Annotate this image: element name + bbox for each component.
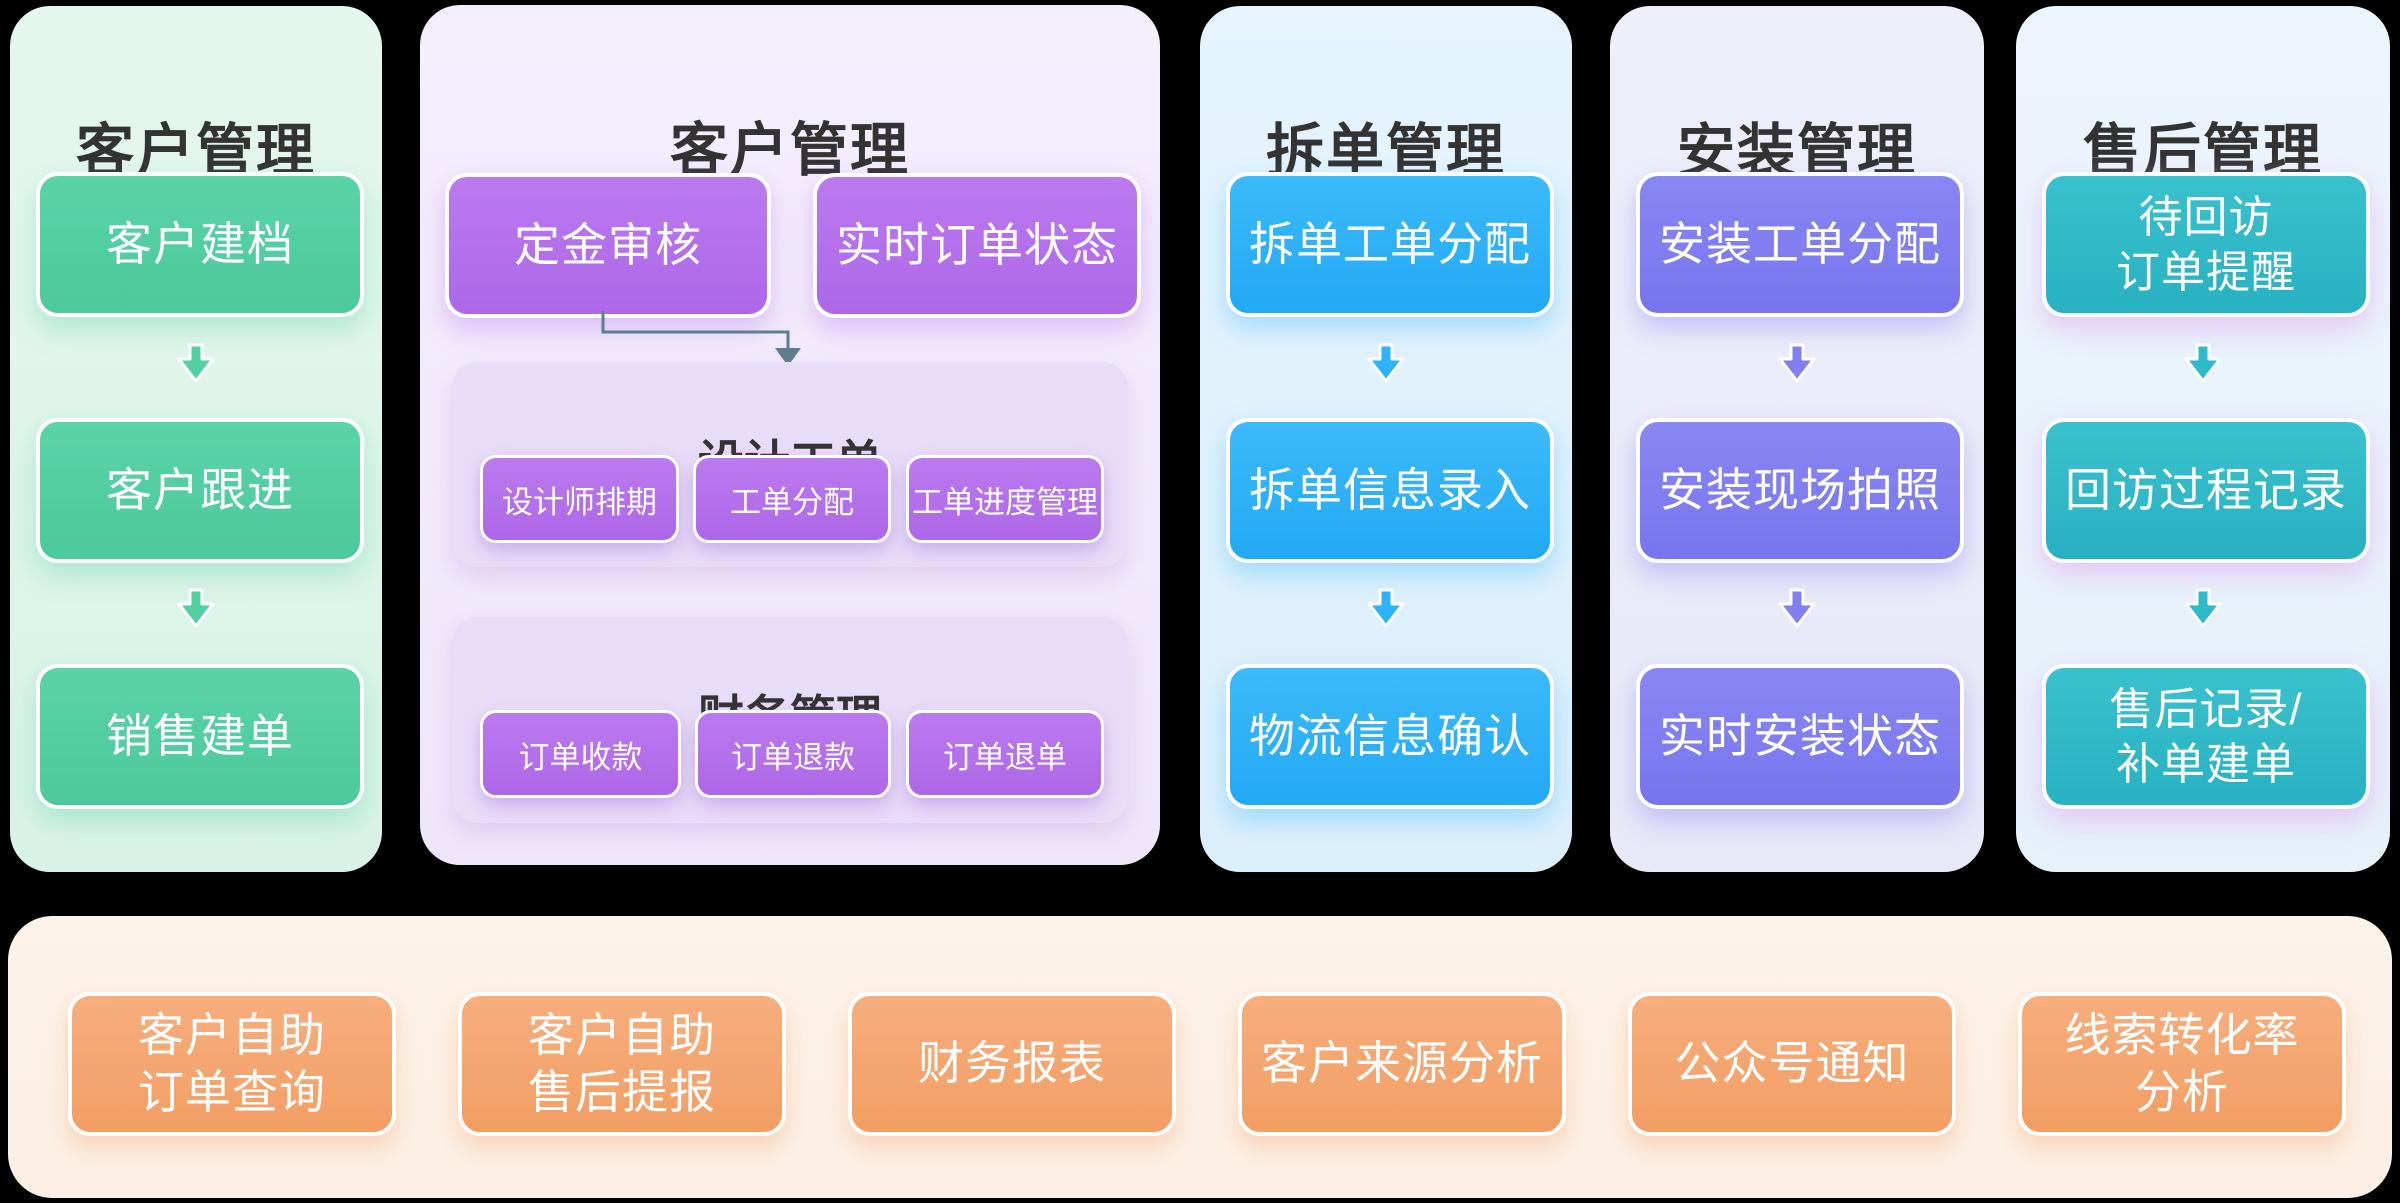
- panel-customer-management-green: 客户管理 客户建档 客户跟进 销售建单: [10, 6, 382, 872]
- down-arrow-icon: [1367, 588, 1405, 628]
- node-order-return: 订单退单: [906, 710, 1104, 798]
- node-lead-conversion-analysis: 线索转化率 分析: [2018, 992, 2346, 1136]
- down-arrow-icon: [2184, 343, 2222, 383]
- flow-node-revisit-process-record: 回访过程记录: [2042, 418, 2370, 563]
- node-deposit-review: 定金审核: [445, 173, 771, 318]
- node-worksheet-progress: 工单进度管理: [906, 455, 1104, 543]
- flow-node-split-info-entry: 拆单信息录入: [1226, 418, 1554, 563]
- node-order-refund: 订单退款: [695, 710, 891, 798]
- down-arrow-icon: [1778, 343, 1816, 383]
- node-worksheet-assignment: 工单分配: [693, 455, 891, 543]
- flow-node-logistics-confirmation: 物流信息确认: [1226, 664, 1554, 809]
- panel-installation-management: 安装管理 安装工单分配 安装现场拍照 实时安装状态: [1610, 6, 1984, 872]
- down-arrow-icon: [177, 588, 215, 628]
- flow-node-split-worksheet-assignment: 拆单工单分配: [1226, 172, 1554, 317]
- down-arrow-icon: [2184, 588, 2222, 628]
- flow-node-customer-filing: 客户建档: [36, 172, 364, 317]
- subpanel-design-worksheet: 设计工单 设计师排期 工单分配 工单进度管理: [452, 362, 1128, 567]
- node-official-account-notification: 公众号通知: [1628, 992, 1956, 1136]
- panel-order-splitting-management: 拆单管理 拆单工单分配 拆单信息录入 物流信息确认: [1200, 6, 1572, 872]
- panel-customer-management-purple: 客户管理 定金审核 实时订单状态 设计工单 设计师排期 工单分配 工单进度管理 …: [420, 5, 1160, 865]
- down-arrow-icon: [1778, 588, 1816, 628]
- subpanel-finance-management: 财务管理 订单收款 订单退款 订单退单: [452, 617, 1128, 823]
- node-finance-reports: 财务报表: [848, 992, 1176, 1136]
- flow-node-aftersales-record: 售后记录/ 补单建单: [2042, 664, 2370, 809]
- flow-node-onsite-photos: 安装现场拍照: [1636, 418, 1964, 563]
- panel-bottom-utilities: 客户自助 订单查询 客户自助 售后提报 财务报表 客户来源分析 公众号通知 线索…: [8, 916, 2392, 1198]
- down-arrow-icon: [1367, 343, 1405, 383]
- flow-node-revisit-reminder: 待回访 订单提醒: [2042, 172, 2370, 317]
- down-arrow-icon: [177, 343, 215, 383]
- flow-node-realtime-install-status: 实时安装状态: [1636, 664, 1964, 809]
- node-designer-scheduling: 设计师排期: [480, 455, 679, 543]
- flow-node-sales-order-creation: 销售建单: [36, 664, 364, 809]
- flow-node-install-worksheet-assignment: 安装工单分配: [1636, 172, 1964, 317]
- node-customer-self-aftersales-report: 客户自助 售后提报: [458, 992, 786, 1136]
- node-order-payment: 订单收款: [480, 710, 681, 798]
- node-customer-self-order-query: 客户自助 订单查询: [68, 992, 396, 1136]
- panel-aftersales-management: 售后管理 待回访 订单提醒 回访过程记录 售后记录/ 补单建单: [2016, 6, 2390, 872]
- node-customer-source-analysis: 客户来源分析: [1238, 992, 1566, 1136]
- node-realtime-order-status: 实时订单状态: [813, 173, 1141, 318]
- flow-node-customer-followup: 客户跟进: [36, 418, 364, 563]
- panel-title: 客户管理: [669, 118, 910, 184]
